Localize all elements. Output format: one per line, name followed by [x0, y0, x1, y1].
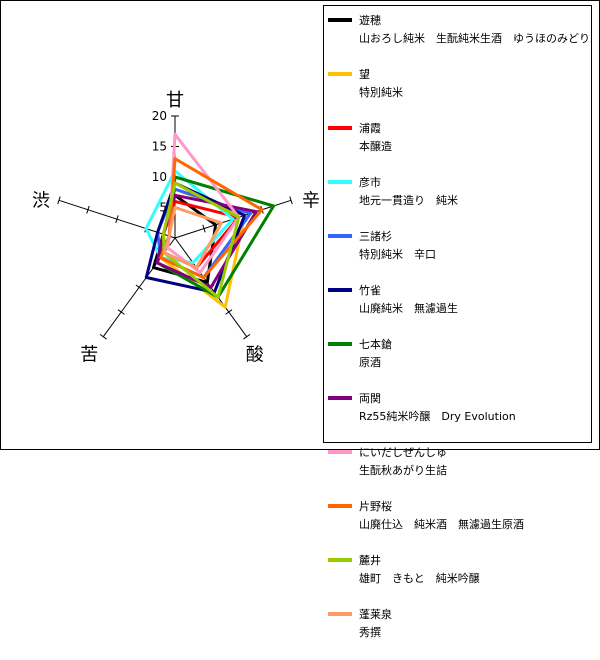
radial-tick-label: 10 [152, 170, 167, 184]
legend-name: 浦霞 [359, 122, 381, 135]
legend-swatch [328, 126, 352, 130]
legend-entry: 彦市地元一貫造り 純米 [328, 174, 591, 228]
axis-tick [202, 224, 206, 233]
radial-tick-label: 5 [159, 201, 167, 215]
legend-subtitle: 生酛秋あがり生詰 [359, 464, 447, 477]
legend-subtitle: Rz55純米吟醸 Dry Evolution [359, 410, 516, 423]
legend-subtitle: 山おろし純米 生酛純米生酒 ゆうほのみどり [359, 32, 590, 45]
legend-name: 七本鎗 [359, 338, 392, 351]
legend-name: 彦市 [359, 176, 381, 189]
legend-name: 竹雀 [359, 284, 381, 297]
legend-swatch [328, 234, 352, 238]
axis-tick [135, 284, 143, 291]
legend-swatch [328, 504, 352, 508]
radar-series [144, 132, 276, 309]
axis-tick [86, 205, 90, 214]
legend-subtitle: 特別純米 辛口 [359, 248, 436, 261]
legend-subtitle: 特別純米 [359, 86, 403, 99]
legend-name: 両関 [359, 392, 381, 405]
legend-subtitle: 山廃純米 無濾過生 [359, 302, 458, 315]
axis-label: 辛 [302, 190, 320, 211]
legend-entry: 三諸杉特別純米 辛口 [328, 228, 591, 282]
legend-name: 蓬莱泉 [359, 608, 392, 621]
radial-tick-label: 15 [152, 140, 167, 154]
legend-swatch [328, 558, 352, 562]
axis-tick [225, 309, 233, 315]
axis-tick [243, 333, 251, 340]
axis-tick [99, 333, 107, 340]
legend-name: 三諸杉 [359, 230, 392, 243]
legend-name: にいだしぜんしゅ [359, 446, 447, 459]
legend-subtitle: 秀撰 [359, 626, 381, 639]
legend-subtitle: 地元一貫造り 純米 [359, 194, 458, 207]
axis-label: 渋 [32, 190, 50, 211]
series-polygon-11 [162, 206, 223, 270]
axis-label: 酸 [246, 345, 264, 366]
legend-entry: 望特別純米 [328, 66, 591, 120]
legend-swatch [328, 396, 352, 400]
legend-subtitle: 雄町 きもと 純米吟醸 [359, 572, 480, 585]
legend-swatch [328, 450, 352, 454]
axis-label: 甘 [166, 90, 184, 111]
legend-swatch [328, 288, 352, 292]
legend-entry: 両関 Rz55純米吟醸 Dry Evolution [328, 390, 591, 444]
legend-entry: 七本鎗原酒 [328, 336, 591, 390]
legend-entry: 蓬莱泉秀撰 [328, 606, 591, 660]
axis-label: 苦 [80, 345, 98, 366]
legend-swatch [328, 180, 352, 184]
legend-entry: にいだしぜんしゅ生酛秋あがり生詰 [328, 444, 591, 498]
legend-subtitle: 本醸造 [359, 140, 392, 153]
legend-name: 望 [359, 68, 370, 81]
axis-tick [57, 196, 61, 205]
legend-entry: 麓井雄町 きもと 純米吟醸 [328, 552, 591, 606]
legend-entry: 浦霞本醸造 [328, 120, 591, 174]
legend-swatch [328, 342, 352, 346]
legend: 遊穂山おろし純米 生酛純米生酒 ゆうほのみどり望特別純米浦霞本醸造彦市地元一貫造… [323, 5, 592, 639]
legend-name: 麓井 [359, 554, 381, 567]
legend-swatch [328, 72, 352, 76]
axis-tick [117, 309, 125, 315]
legend-swatch [328, 18, 352, 22]
legend-name: 遊穂 [359, 14, 381, 27]
axis-tick [115, 215, 119, 224]
legend-subtitle: 原酒 [359, 356, 381, 369]
axis-tick [289, 196, 293, 205]
legend-swatch [328, 612, 352, 616]
legend-entry: 遊穂山おろし純米 生酛純米生酒 ゆうほのみどり [328, 12, 591, 66]
legend-entry: 竹雀山廃純米 無濾過生 [328, 282, 591, 336]
legend-subtitle: 山廃仕込 純米酒 無濾過生原酒 [359, 518, 524, 531]
radial-tick-label: 20 [152, 109, 167, 123]
legend-name: 片野桜 [359, 500, 392, 513]
legend-entry: 片野桜山廃仕込 純米酒 無濾過生原酒 [328, 498, 591, 552]
series-polygon-10 [161, 181, 241, 299]
